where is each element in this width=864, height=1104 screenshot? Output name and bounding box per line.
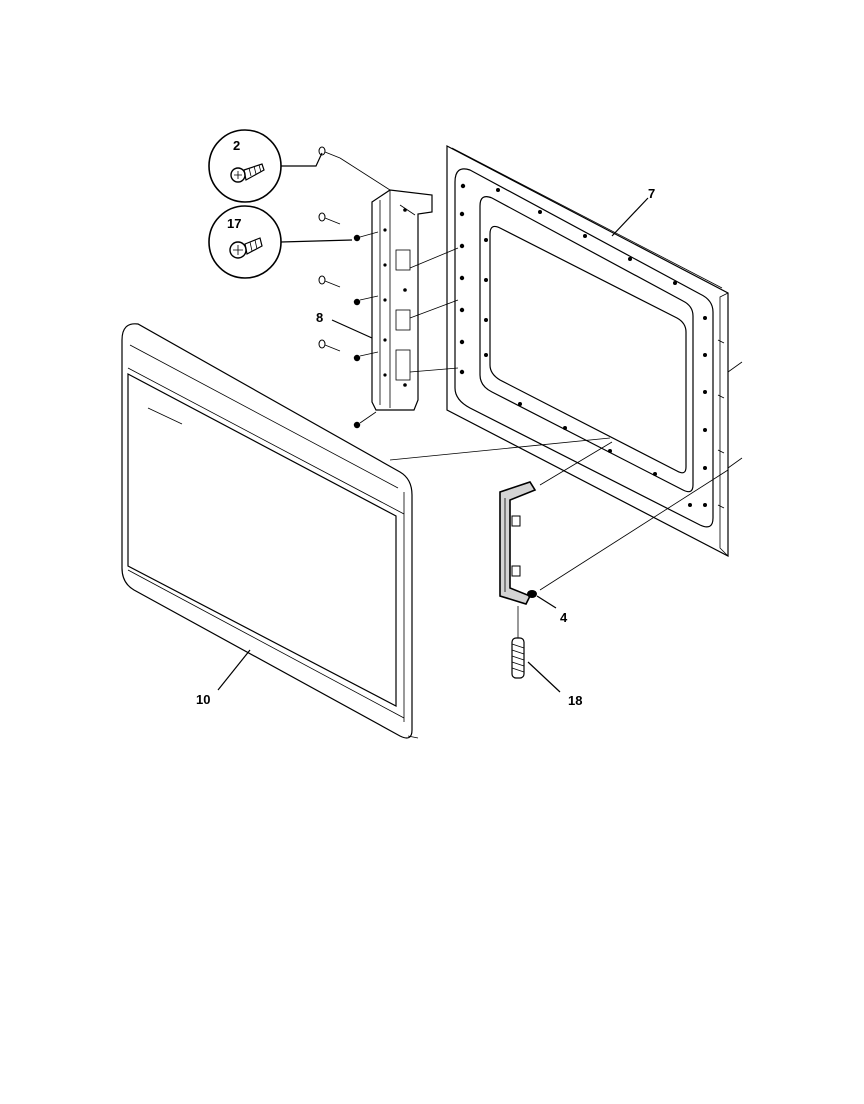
callout-part-17: 17 bbox=[208, 205, 353, 279]
outer-door-panel bbox=[121, 323, 419, 739]
part-18-label: 18 bbox=[568, 693, 582, 708]
leader-part-8 bbox=[331, 319, 373, 339]
part-7-label: 7 bbox=[648, 186, 655, 201]
leader-part-10 bbox=[217, 649, 251, 691]
door-latch bbox=[499, 481, 557, 609]
part-10-label: 10 bbox=[196, 692, 210, 707]
part-8-label: 8 bbox=[316, 310, 323, 325]
part-4-label: 4 bbox=[560, 610, 568, 625]
latch-spring bbox=[511, 606, 561, 693]
mounting-bracket bbox=[371, 189, 433, 411]
inner-door-frame bbox=[446, 145, 729, 557]
part-17-label: 17 bbox=[227, 216, 241, 231]
assembly-lines bbox=[389, 247, 743, 591]
screw-2-icon bbox=[230, 163, 265, 183]
callout-part-2: 2 bbox=[208, 129, 323, 203]
screw-17-icon bbox=[229, 237, 263, 259]
part-2-label: 2 bbox=[233, 138, 240, 153]
loose-screws bbox=[318, 146, 391, 429]
leader-part-7 bbox=[611, 197, 649, 237]
